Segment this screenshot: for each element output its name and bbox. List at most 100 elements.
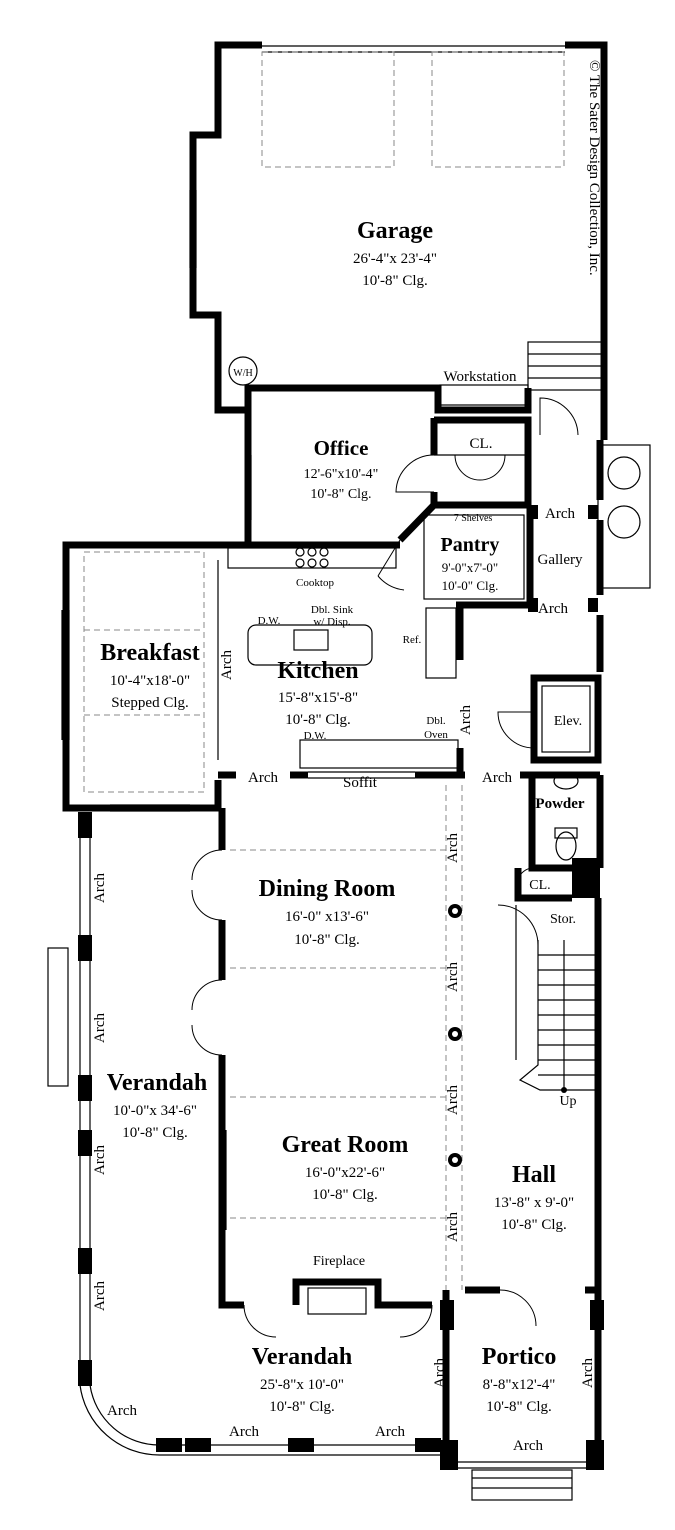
kitchen-island (247, 624, 373, 666)
great-room-name: Great Room (282, 1132, 409, 1158)
breakfast-ceiling: Stepped Clg. (111, 695, 189, 711)
dishwasher-label: D.W. (258, 615, 281, 627)
fireplace-icon (307, 1287, 367, 1315)
arch-label: Arch (445, 1085, 461, 1115)
dishwasher-label: D.W. (304, 730, 327, 742)
parking-space (431, 51, 565, 168)
fireplace-label: Fireplace (313, 1254, 365, 1269)
office-name: Office (314, 436, 369, 460)
garage-ceiling: 10'-8" Clg. (362, 273, 428, 289)
french-doors (191, 849, 223, 921)
arch-label: Arch (445, 833, 461, 863)
breakfast-name: Breakfast (100, 640, 200, 666)
arch-label: Arch (229, 1424, 259, 1440)
garage-door-swing (539, 397, 579, 436)
parking-space (261, 51, 395, 168)
kitchen-name: Kitchen (277, 658, 358, 684)
elevator-label: Elev. (554, 714, 582, 729)
breakfast-wall (62, 541, 222, 812)
oven-counter (299, 739, 459, 769)
refrigerator (425, 607, 457, 679)
arch-label: Arch (458, 705, 474, 735)
garage-name: Garage (357, 218, 433, 244)
great-room-size: 16'-0"x22'-6" (305, 1165, 385, 1181)
arch-label: Arch (92, 1145, 108, 1175)
verandah-side-size: 10'-0"x 34'-6" (113, 1103, 197, 1119)
front-door-swing (499, 1289, 537, 1327)
toilet-icon (555, 831, 577, 861)
hall-ceiling: 10'-8" Clg. (501, 1217, 567, 1233)
arch-label: Arch (482, 770, 512, 786)
closet-door (517, 867, 534, 881)
refrigerator-label: Ref. (403, 634, 422, 646)
office-ceiling: 10'-8" Clg. (310, 487, 371, 502)
stair-up-label: Up (559, 1094, 576, 1109)
powder-label: Powder (535, 796, 584, 812)
breakfast-ceiling (83, 551, 205, 793)
arch-label: Arch (248, 770, 278, 786)
sink-label: Dbl. Sink (311, 604, 354, 616)
closet-label: CL. (529, 878, 550, 893)
kitchen-ceiling: 10'-8" Clg. (285, 712, 351, 728)
office-wall (430, 492, 530, 509)
hall-name: Hall (512, 1162, 556, 1188)
copyright-text: © The Sater Design Collection, Inc. (586, 60, 602, 276)
arch-label: Arch (445, 962, 461, 992)
portico-size: 8'-8"x12'-4" (483, 1377, 556, 1393)
great-room-left-wall (218, 1055, 244, 1309)
portico-ceiling: 10'-8" Clg. (486, 1399, 552, 1415)
fireplace-wall (292, 1278, 432, 1309)
closet-doors (454, 454, 506, 481)
closet-label: CL. (470, 436, 493, 452)
storage-label: Stor. (550, 912, 576, 927)
ac-unit-icon (607, 456, 641, 490)
arch-label: Arch (92, 1281, 108, 1311)
soffit-label: Soffit (343, 775, 378, 791)
kitchen-size: 15'-8"x15'-8" (278, 690, 358, 706)
pantry-size: 9'-0"x7'-0" (442, 560, 498, 575)
front-steps (471, 1469, 573, 1501)
ac-unit-icon (607, 505, 641, 539)
oven-label: Dbl. (426, 715, 446, 727)
elevator-car (541, 685, 591, 753)
stair-treads (538, 954, 598, 1076)
cooktop-counter (227, 547, 397, 569)
verandah-rear-ceiling: 10'-8" Clg. (269, 1399, 335, 1415)
garage-wall-right (565, 41, 608, 440)
office-door-swing (395, 454, 435, 493)
gallery-label: Gallery (538, 552, 583, 568)
hall-right-wall (585, 898, 602, 1294)
pantry-door-swing (377, 575, 405, 591)
sink-icon (293, 629, 329, 651)
arch-label: Arch (580, 1358, 596, 1388)
hall-closet-wall (514, 868, 572, 902)
arch-label: Arch (92, 873, 108, 903)
breakfast-size: 10'-4"x18'-0" (110, 673, 190, 689)
verandah-rear-name: Verandah (252, 1344, 352, 1370)
workstation-counter (439, 384, 529, 406)
stair-outline (518, 940, 598, 1091)
elevator-door (497, 711, 535, 749)
verandah-posts (78, 812, 441, 1452)
arch-label: Arch (92, 1013, 108, 1043)
office-size: 12'-6"x10'-4" (304, 467, 379, 482)
dining-name: Dining Room (259, 876, 396, 902)
pantry-wall (397, 502, 437, 543)
arch-label: Arch (445, 1212, 461, 1242)
verandah-rear-size: 25'-8"x 10'-0" (260, 1377, 344, 1393)
portico-name: Portico (482, 1344, 557, 1370)
arch-label: Arch (545, 506, 575, 522)
dining-size: 16'-0" x13'-6" (285, 909, 369, 925)
dining-ceiling: 10'-8" Clg. (294, 932, 360, 948)
french-doors (191, 979, 223, 1056)
rear-door-swing (399, 1304, 433, 1338)
verandah-side-name: Verandah (107, 1070, 207, 1096)
garage-size: 26'-4"x 23'-4" (353, 251, 437, 267)
arch-label: Arch (513, 1438, 543, 1454)
workstation-label: Workstation (444, 369, 517, 385)
hall-size: 13'-8" x 9'-0" (494, 1195, 574, 1211)
closet-wall (434, 416, 532, 505)
water-heater-icon (228, 356, 258, 386)
cooktop-label: Cooktop (296, 577, 334, 589)
verandah-bench (47, 947, 69, 1087)
